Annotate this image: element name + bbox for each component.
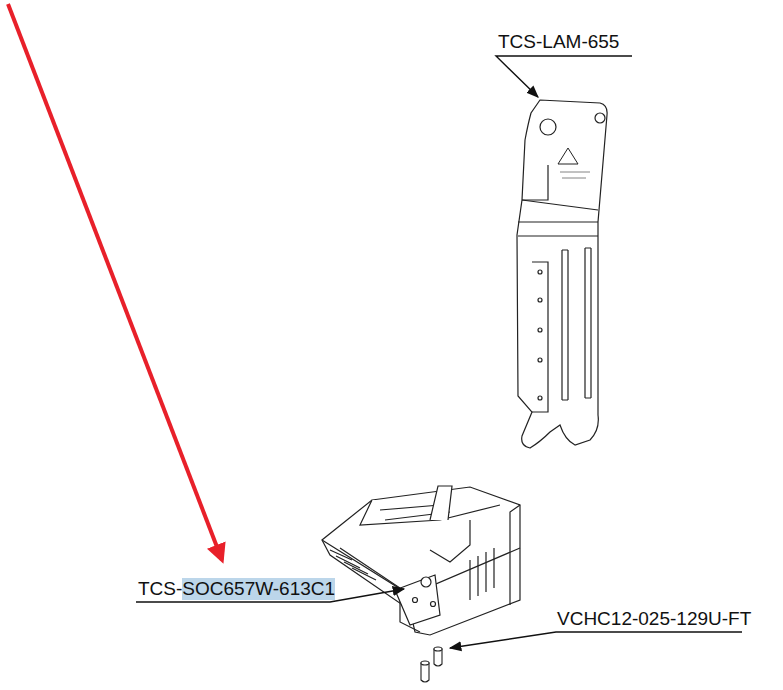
label-holder: TCS-LAM-655 — [498, 31, 619, 53]
part-number: TCS-LAM-655 — [498, 31, 619, 53]
part-number: SOC657W-613C1 — [182, 578, 335, 600]
socket-part — [322, 486, 520, 635]
label-holder: TCS-SOC657W-613C1 — [138, 578, 335, 600]
screw — [421, 647, 442, 682]
blade-part — [517, 100, 607, 448]
part-number: VCHC12-025-129U-FT — [557, 608, 751, 630]
leader-line — [136, 56, 742, 648]
red-arrow — [8, 4, 222, 560]
label-holder: VCHC12-025-129U-FT — [557, 608, 751, 630]
part-number: TCS- — [138, 578, 182, 600]
